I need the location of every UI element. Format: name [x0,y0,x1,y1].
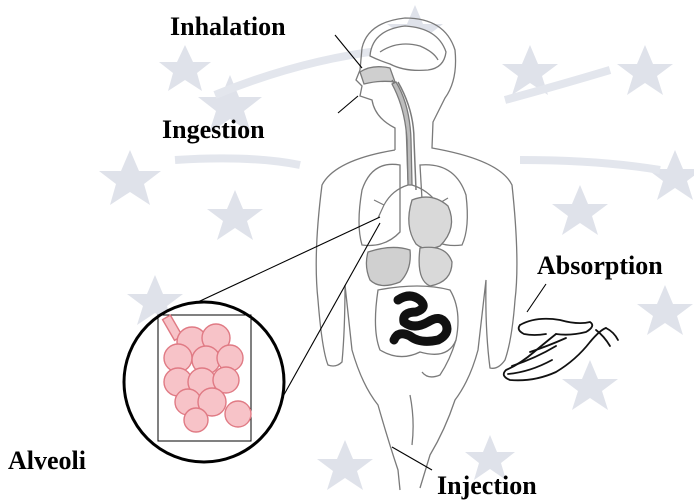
watermark-star-icon [637,285,693,335]
alveolus [225,401,251,427]
hand-wrist [596,328,618,346]
watermark-star-icon [207,190,263,240]
brain-outline [370,26,446,70]
watermark-arc [175,158,300,165]
hand-thumb [520,319,592,335]
injection-pointer [392,447,432,470]
watermark-arc [520,160,660,170]
injection-label: Injection [437,473,537,499]
liver [366,247,410,285]
stomach [419,247,452,286]
alveolus [184,408,208,432]
alveoli-label: Alveoli [8,448,86,474]
watermark-star-icon [99,150,161,205]
absorption-label: Absorption [537,253,663,279]
absorption-pointer [527,284,546,312]
open-palm-hand-icon [504,319,618,381]
right-lung [359,164,400,245]
hand-knuckle [519,325,546,335]
nasal-cavity [360,67,395,84]
ingestion-pointer [338,96,358,113]
ingestion-label: Ingestion [162,117,265,143]
watermark-star-icon [317,440,373,490]
alveoli-magnifier [124,302,284,462]
inhalation-label: Inhalation [170,14,286,40]
watermark-star-icon [552,185,608,235]
human-body [316,18,517,490]
watermark-star-icon [647,150,694,200]
hand-fingers [508,338,566,374]
watermark-star-icon [562,360,618,410]
watermark-star-icon [159,45,211,91]
body-outline [316,18,517,490]
alveoli-zoom-upper [170,217,380,315]
heart [409,197,452,248]
watermark-star-icon [617,45,673,95]
